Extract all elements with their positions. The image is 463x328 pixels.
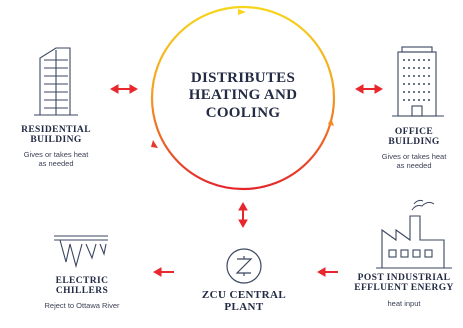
office-title-1: OFFICE bbox=[394, 127, 434, 137]
effluent-title-2: EFFLUENT ENERGY bbox=[354, 283, 454, 294]
electric-chillers-icon bbox=[54, 235, 108, 269]
effluent-node: POST INDUSTRIAL EFFLUENT ENERGY heat inp… bbox=[345, 273, 463, 308]
office-sub-2: as needed bbox=[396, 160, 432, 170]
flow-ring bbox=[150, 5, 336, 191]
arrow-office-ring bbox=[354, 84, 384, 94]
ring-arrow-top bbox=[238, 9, 246, 15]
office-node: OFFICE BUILDING Gives or takes heat as n… bbox=[365, 127, 463, 170]
effluent-title-1: POST INDUSTRIAL bbox=[357, 273, 451, 283]
center-line-1: DISTRIBUTES bbox=[190, 70, 296, 86]
plant-title-2: PLANT bbox=[224, 300, 264, 313]
office-sub-1: Gives or takes heat bbox=[381, 151, 447, 161]
center-line-3: COOLING bbox=[205, 104, 281, 121]
residential-sub-1: Gives or takes heat bbox=[23, 149, 89, 159]
chillers-node: ELECTRIC CHILLERS Reject to Ottawa River bbox=[24, 276, 140, 310]
chillers-title-1: ELECTRIC bbox=[55, 276, 109, 286]
plant-node: ZCU CENTRAL PLANT bbox=[180, 289, 308, 314]
factory-icon bbox=[376, 199, 452, 269]
chillers-title-2: CHILLERS bbox=[55, 286, 109, 297]
arrow-plant-to-chillers bbox=[152, 267, 174, 277]
plant-title-1: ZCU CENTRAL bbox=[201, 289, 287, 301]
zcu-logo-icon bbox=[226, 248, 262, 284]
chillers-sub-1: Reject to Ottawa River bbox=[44, 300, 120, 310]
effluent-sub-1: heat input bbox=[387, 298, 421, 308]
ring-arrow-left bbox=[151, 140, 158, 148]
residential-title-2: BUILDING bbox=[30, 135, 82, 146]
residential-title-1: RESIDENTIAL bbox=[21, 125, 91, 135]
residential-building-icon bbox=[34, 47, 78, 116]
residential-sub-2: as needed bbox=[38, 158, 74, 168]
residential-node: RESIDENTIAL BUILDING Gives or takes heat… bbox=[0, 125, 112, 168]
center-line-2: HEATING AND bbox=[188, 87, 298, 104]
office-building-icon bbox=[392, 46, 444, 117]
center-label: DISTRIBUTES HEATING AND COOLING bbox=[163, 70, 323, 122]
arrow-effluent-to-plant bbox=[316, 267, 338, 277]
arrow-plant-ring bbox=[238, 201, 248, 229]
office-title-2: BUILDING bbox=[388, 137, 440, 148]
ring-arrow-right bbox=[328, 118, 334, 126]
arrow-residential-ring bbox=[109, 84, 139, 94]
